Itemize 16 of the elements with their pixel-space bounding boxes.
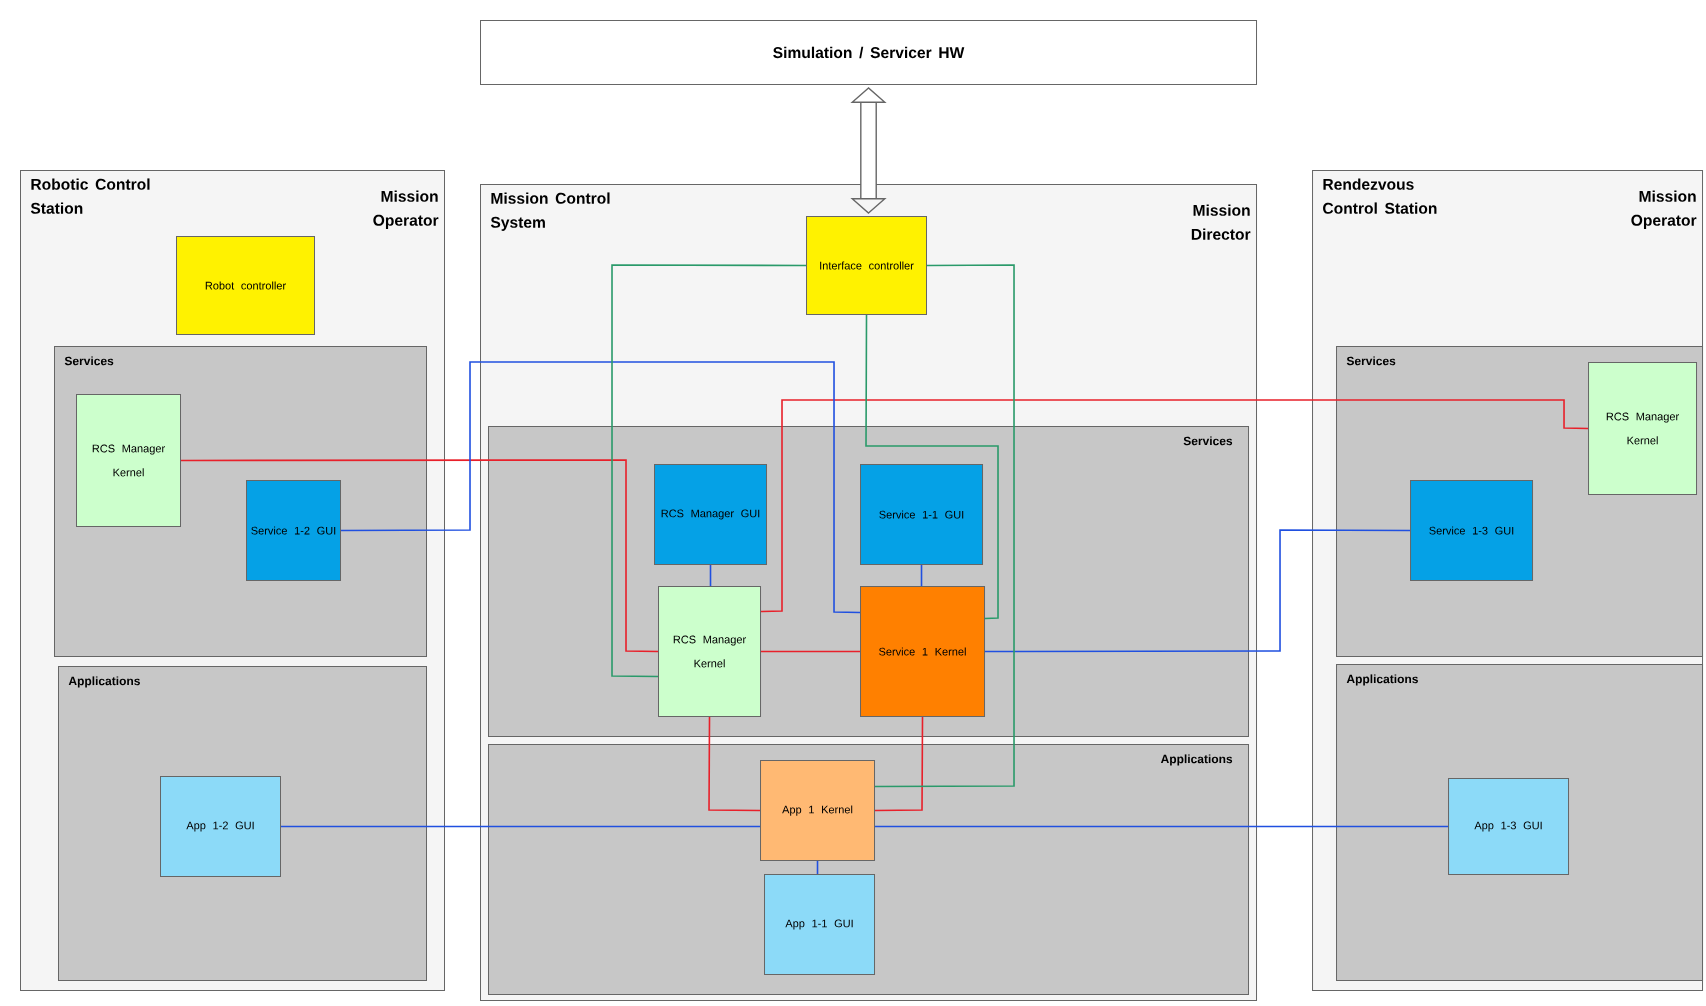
connector <box>874 825 1449 828</box>
connector <box>920 564 923 587</box>
connector <box>984 529 1411 653</box>
connector <box>874 716 924 812</box>
connector <box>816 860 819 875</box>
connector <box>709 564 712 587</box>
connector <box>850 87 887 214</box>
connector <box>708 716 761 812</box>
connector <box>180 459 659 653</box>
connector <box>280 825 761 828</box>
connector <box>340 361 861 614</box>
connector <box>760 399 1589 613</box>
connector <box>865 314 999 620</box>
connector <box>760 650 861 653</box>
connector <box>874 264 1015 788</box>
connector <box>611 264 807 678</box>
